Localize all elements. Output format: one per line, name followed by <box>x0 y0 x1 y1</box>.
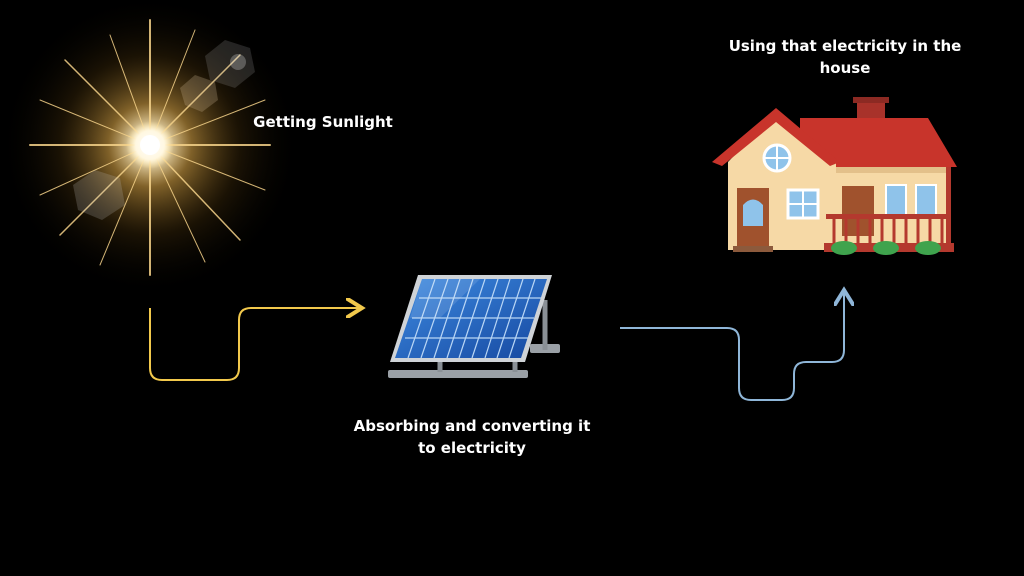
sun-icon <box>0 0 300 295</box>
arrow-panel-to-house <box>620 290 844 401</box>
step-label-panel: Absorbing and converting it to electrici… <box>353 417 591 457</box>
house-icon <box>712 97 957 255</box>
solar-panel-icon <box>388 275 560 378</box>
step-label-sunlight: Getting Sunlight <box>253 113 393 131</box>
step-label-house: Using that electricity in the house <box>728 37 962 77</box>
arrow-sun-to-panel <box>149 308 362 381</box>
